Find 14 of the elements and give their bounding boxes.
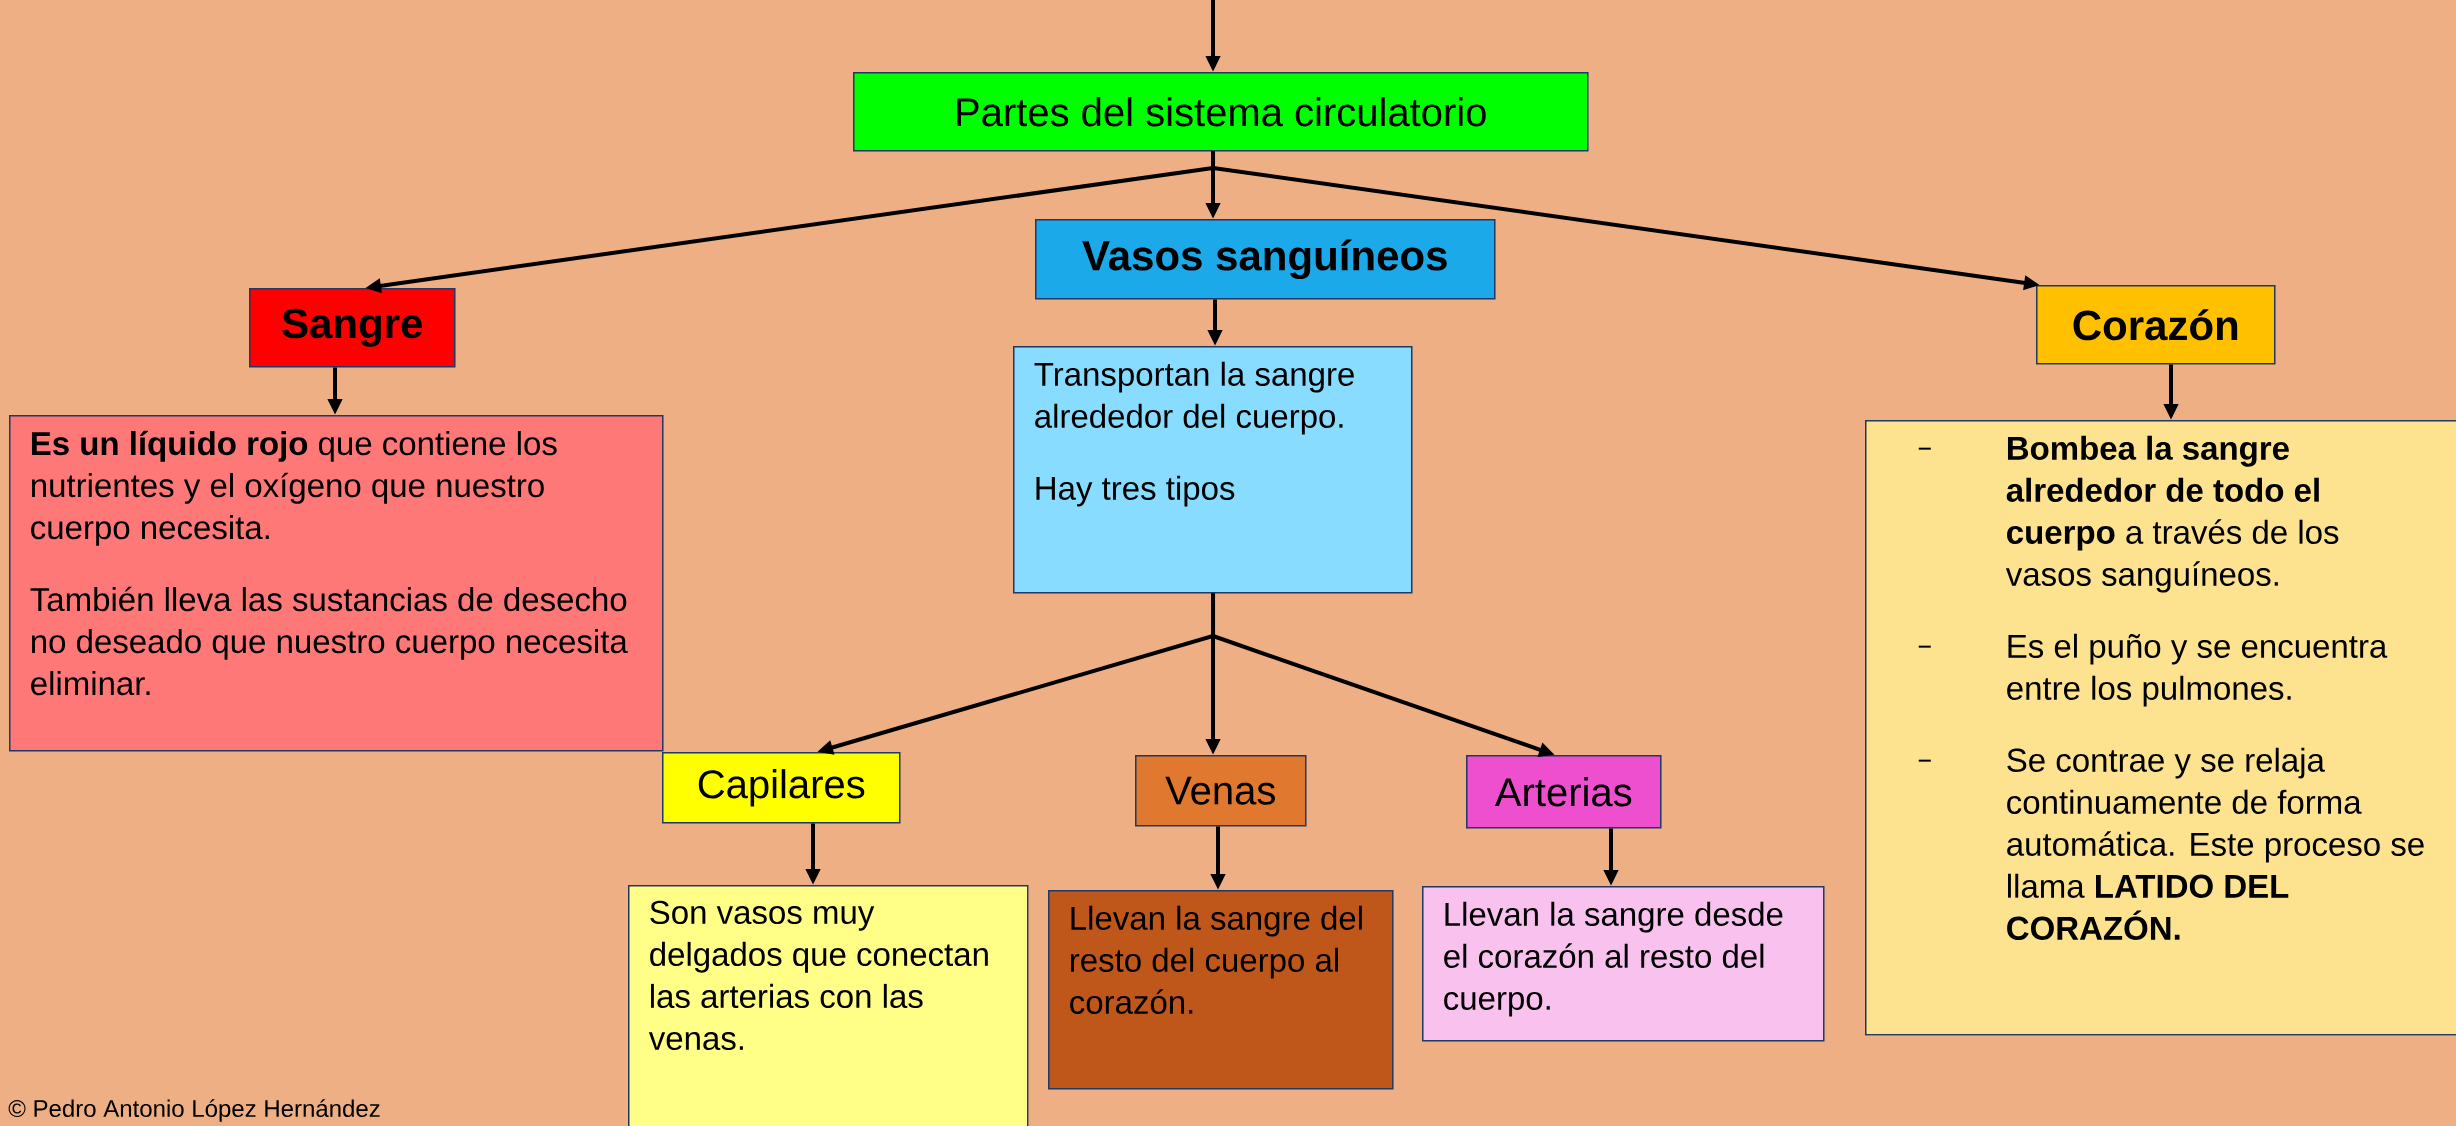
description-box: Llevan la sangre desde el corazón al resto del cuerpo. [1422,886,1825,1042]
description-box: Bombea la sangre alrededor de todo el cuerpo a través de los vasos sanguíneos. Es el puño y se encuentra entre los pulmones. Se contrae y se relaja continuamente de forma automática. Este proceso se llama LATIDO DEL CORAZÓN. [1865,420,2456,1036]
category-box: Corazón [2036,285,2276,365]
category-box: Venas [1135,755,1307,827]
description-box: Llevan la sangre del resto del cuerpo al corazón. [1048,890,1394,1090]
category-box: Sangre [249,288,456,368]
description-box: Son vasos muy delgados que conectan las arterias con las venas. [628,885,1029,1126]
category-box: Vasos sanguíneos [1035,219,1496,300]
category-box: Arterias [1466,755,1662,829]
category-box: Capilares [662,752,901,824]
credit-text: © Pedro Antonio López Hernández [8,1099,380,1122]
description-box: Transportan la sangre alrededor del cuerpo. Hay tres tipos [1013,346,1413,594]
title-box: Partes del sistema circulatorio [853,72,1589,152]
description-box: Es un líquido rojo que contiene los nutrientes y el oxígeno que nuestro cuerpo necesita. También lleva las sustancias de desecho no deseado que nuestro cuerpo necesita eliminar. [9,415,664,752]
